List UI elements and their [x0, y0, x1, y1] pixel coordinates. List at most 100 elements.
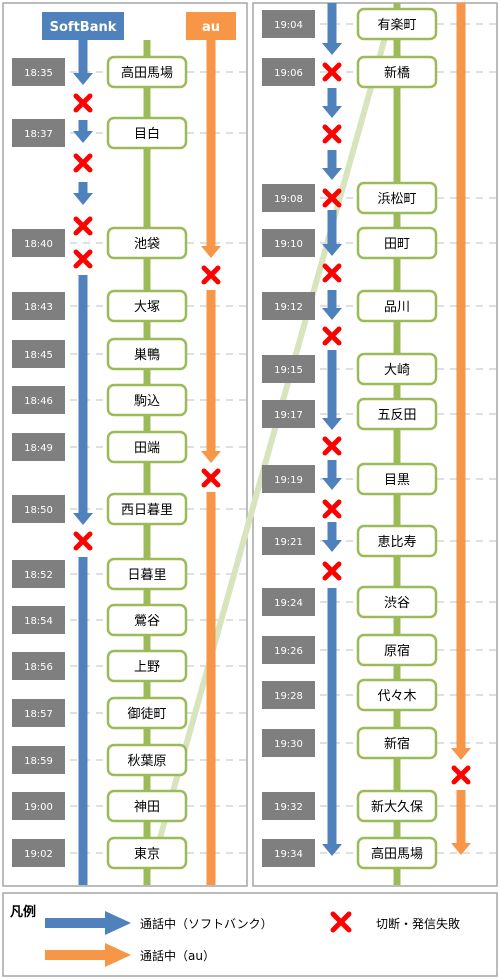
station-box [106, 696, 188, 730]
drop-mark-stroke [201, 265, 221, 285]
drop-mark-stroke [322, 561, 342, 581]
station-box [106, 603, 188, 637]
time-labels: 18:3518:3718:4018:4318:4518:4618:4918:50… [12, 10, 315, 867]
drop-mark [322, 561, 342, 581]
station-name: 恵比寿 [377, 535, 416, 550]
arrow-shaft [327, 290, 337, 309]
station-box [356, 678, 438, 712]
station-name: 代々木 [377, 689, 416, 704]
time-label-box [262, 839, 315, 867]
station-name: 池袋 [134, 237, 160, 252]
drop-mark [322, 188, 342, 208]
station-name: 原宿 [384, 643, 410, 659]
arrow-shaft [456, 790, 466, 844]
station-box [106, 226, 188, 260]
station-box [106, 649, 188, 683]
station-box [356, 585, 438, 619]
station-box [356, 289, 438, 323]
softbank-call-arrow [322, 460, 342, 490]
arrow-shaft [327, 522, 337, 541]
softbank-call-arrow [73, 40, 93, 85]
station-name: 田町 [384, 237, 410, 252]
time-label-box [262, 636, 315, 664]
station-name: 大崎 [384, 363, 410, 378]
time-label-box [12, 560, 65, 588]
time-label: 19:28 [274, 691, 303, 702]
station-box [356, 181, 438, 215]
legend-drop-icon [330, 911, 352, 933]
time-label: 19:19 [274, 475, 303, 486]
time-label-box [12, 119, 65, 147]
time-label: 18:50 [24, 505, 53, 516]
arrow-head [322, 418, 342, 430]
softbank-call-arrow [322, 290, 342, 320]
station-name: 高田馬場 [121, 65, 173, 81]
time-label: 19:34 [274, 849, 303, 860]
time-label: 18:46 [24, 396, 53, 407]
station-box [356, 633, 438, 667]
time-label-box [12, 606, 65, 634]
softbank-header-label: SoftBank [50, 20, 117, 35]
station-box [106, 492, 188, 526]
time-label: 19:17 [274, 410, 303, 421]
drop-mark [322, 499, 342, 519]
time-label-box [262, 184, 315, 212]
time-label: 18:57 [24, 709, 53, 720]
softbank-call-arrow [322, 88, 342, 118]
station-box [106, 743, 188, 777]
station-name: 品川 [384, 300, 410, 315]
time-label: 18:59 [24, 756, 53, 767]
drop-mark [322, 436, 342, 456]
time-label: 18:49 [24, 443, 53, 454]
station-name: 新大久保 [371, 799, 423, 815]
station-box [106, 55, 188, 89]
diagonal-connector [155, 33, 389, 846]
arrow-head [201, 246, 221, 258]
legend-softbank-label: 通話中（ソフトバンク） [140, 916, 273, 931]
time-label-box [12, 340, 65, 368]
au-call-arrow [201, 40, 221, 258]
station-name: 鶯谷 [134, 614, 160, 629]
arrow-shaft [327, 210, 337, 245]
time-label-box [262, 729, 315, 757]
arrow-shaft [327, 150, 337, 169]
time-label-box [12, 652, 65, 680]
arrow-shaft [327, 588, 337, 845]
arrow-head [451, 748, 471, 760]
station-box [356, 397, 438, 431]
time-label: 18:45 [24, 350, 53, 361]
drop-mark-stroke [451, 765, 471, 785]
au-call-bar [206, 492, 216, 885]
arrow-shaft [456, 3, 466, 749]
time-label-box [262, 588, 315, 616]
station-box [356, 789, 438, 823]
time-label-box [262, 58, 315, 86]
station-box [356, 352, 438, 386]
station-box [106, 337, 188, 371]
drop-mark [73, 153, 93, 173]
station-name: 新橋 [384, 65, 410, 81]
arrow-shaft [206, 290, 216, 452]
drop-mark [73, 249, 93, 269]
drop-mark [73, 93, 93, 113]
au-call-arrow [451, 790, 471, 855]
line-continuation [155, 33, 389, 846]
time-label: 18:43 [24, 302, 53, 313]
au-header-label: au [202, 20, 220, 35]
station-box [106, 116, 188, 150]
station-name: 西日暮里 [121, 503, 173, 518]
softbank-call-arrow [322, 150, 342, 180]
legend-au-arrow [45, 943, 131, 967]
softbank-call-arrow [322, 522, 342, 552]
time-label-box [12, 699, 65, 727]
softbank-call-arrow [322, 3, 342, 55]
time-label: 19:04 [274, 20, 303, 31]
time-label: 19:32 [274, 802, 303, 813]
time-label: 18:40 [24, 239, 53, 250]
legend-softbank-arrow [45, 911, 131, 935]
station-box [106, 289, 188, 323]
station-name: 目白 [134, 126, 160, 142]
time-label-box [262, 681, 315, 709]
station-name: 大塚 [134, 300, 160, 315]
station-box [106, 383, 188, 417]
